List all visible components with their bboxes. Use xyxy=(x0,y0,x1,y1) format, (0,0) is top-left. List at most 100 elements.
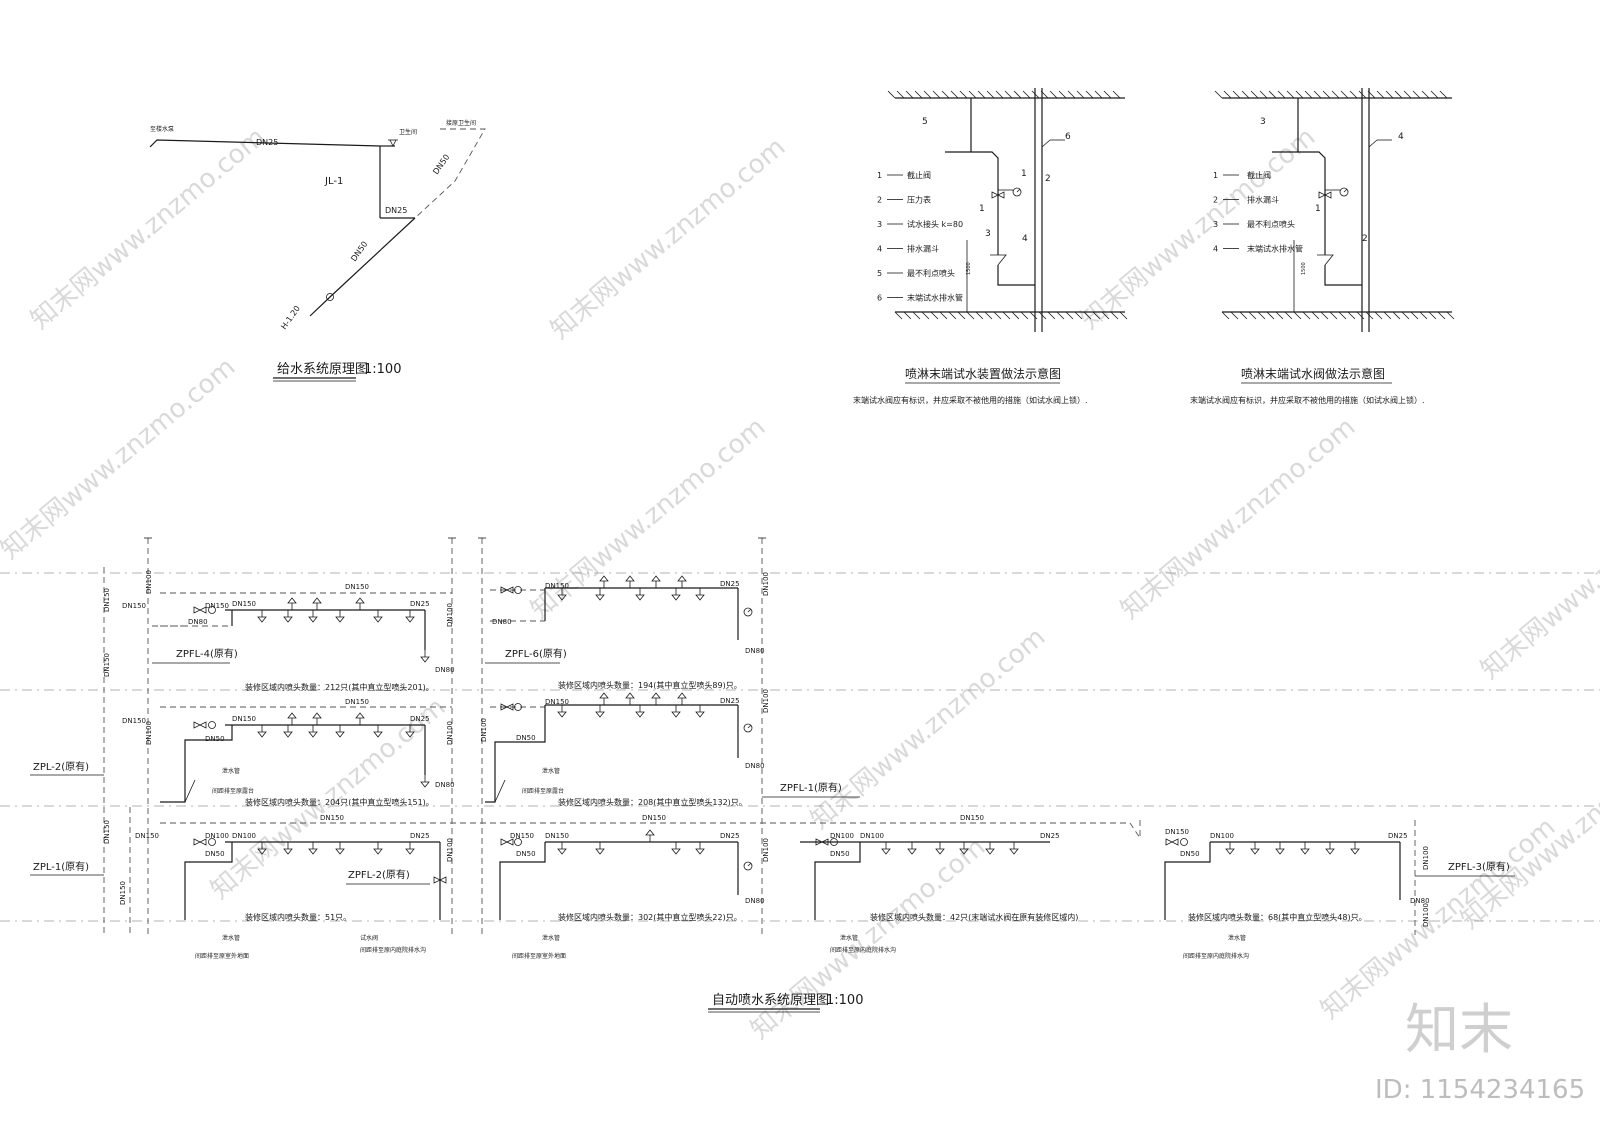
sprinkler-head-icon xyxy=(557,842,567,855)
valve-icon xyxy=(193,838,207,846)
watermark-text: 知末网www.znzmo.com xyxy=(0,352,241,565)
sprinkler-head-icon xyxy=(257,725,267,738)
sprinkler-head-icon xyxy=(405,725,415,738)
pipe-size-label: DN150 xyxy=(345,583,369,591)
pipe-size-label: DN25 xyxy=(410,600,430,608)
diagram-title: 自动喷水系统原理图 xyxy=(712,993,829,1008)
sprinkler-head-icon xyxy=(671,705,681,718)
pipe-size-label: DN150 xyxy=(122,602,146,610)
sprinkler-head-icon xyxy=(1225,842,1235,855)
sprinkler-head-icon xyxy=(557,705,567,718)
legend-number: 4 xyxy=(877,245,882,254)
head-count-note: 装修区域内喷头数量：212只(其中直立型喷头201)。 xyxy=(245,682,434,692)
branch-pipe xyxy=(545,829,738,855)
branch-pipe xyxy=(225,712,425,738)
sprinkler-head-icon xyxy=(405,842,415,855)
image-id-label: ID: 1154234165 xyxy=(1375,1075,1585,1105)
pipe-size-label: DN150 xyxy=(510,832,534,840)
branch-pipe xyxy=(860,841,1050,855)
drain-label: 间距排至原内庭院排水沟 xyxy=(830,946,896,954)
drain-label: 泄水管 xyxy=(222,767,240,775)
valve-icon xyxy=(815,838,829,846)
sprinkler-head-icon xyxy=(283,725,293,738)
flow-indicator-icon xyxy=(1180,838,1188,846)
drain-label: 间距排至原室外地面 xyxy=(512,952,566,960)
pressure-gauge-icon xyxy=(1339,187,1349,197)
upright-sprinkler-icon xyxy=(287,597,297,610)
sprinkler-head-icon xyxy=(308,842,318,855)
pipe-size-label: DN100 xyxy=(1422,846,1430,870)
pipe-size-label: DN150 xyxy=(545,832,569,840)
pipe-size-label: DN100 xyxy=(480,718,488,742)
sprinkler-head-icon xyxy=(373,842,383,855)
sprinkler-head-icon xyxy=(959,842,969,855)
legend-text: 末端试水排水管 xyxy=(1247,244,1303,254)
legend-text: 压力表 xyxy=(907,195,931,205)
pipe-size-label: DN80 xyxy=(435,781,455,789)
diagram-title: 给水系统原理图 xyxy=(277,362,368,377)
watermark-text: 知末网www.znzmo.com xyxy=(1115,412,1361,625)
sprinkler-head-icon xyxy=(671,842,681,855)
drain-label: 泄水管 xyxy=(1228,934,1246,942)
dimension-label: 1500 xyxy=(966,262,972,275)
pipe-size-label: DN150 xyxy=(1165,828,1189,836)
sprinkler-head-icon xyxy=(595,842,605,855)
sprinkler-head-icon xyxy=(1350,842,1360,855)
sprinkler-head-icon xyxy=(257,610,267,623)
callout-number: 4 xyxy=(1022,234,1028,244)
branch-pipe xyxy=(225,597,425,623)
sprinkler-head-icon xyxy=(1275,842,1285,855)
sprinkler-head-icon xyxy=(373,725,383,738)
sprinkler-head-icon xyxy=(1325,842,1335,855)
valve-icon xyxy=(433,876,447,884)
pipe-size-label: DN150 xyxy=(119,881,127,905)
riser-tag: ZPFL-2(原有) xyxy=(348,868,410,881)
sprinkler-head-icon xyxy=(595,588,605,601)
legend-text: 截止阀 xyxy=(1247,170,1271,180)
upright-sprinkler-icon xyxy=(355,712,365,725)
pipe-size-label: DN25 xyxy=(385,206,407,215)
pipe-size-label: DN25 xyxy=(720,580,740,588)
legend-number: 5 xyxy=(877,269,882,278)
sprinkler-head-icon xyxy=(935,842,945,855)
water-supply-diagram: 至楼水泵DN25JL-1DN25卫生间接原卫生间DN50DN50H-1.20给水… xyxy=(149,119,486,382)
pipe-size-label: DN100 xyxy=(232,832,256,840)
legend-text: 排水漏斗 xyxy=(907,244,939,254)
sprinkler-head-icon xyxy=(907,842,917,855)
riser-tag: ZPFL-3(原有) xyxy=(1448,860,1510,873)
pipe-size-label: DN150 xyxy=(103,653,111,677)
upright-sprinkler-icon xyxy=(651,692,661,705)
drain-label: 间距排至原露台 xyxy=(522,787,564,795)
detail-title: 喷淋末端试水装置做法示意图 xyxy=(905,366,1061,381)
sprinkler-head-icon xyxy=(557,588,567,601)
watermark-text: 知末网www.znzmo.com xyxy=(1475,472,1600,685)
pipe-size-label: DN150 xyxy=(103,588,111,612)
upright-sprinkler-icon xyxy=(625,575,635,588)
branch-pipe xyxy=(545,692,738,718)
callout-number: 4 xyxy=(1398,132,1404,142)
watermark-layer: 知末网www.znzmo.com 知末网www.znzmo.com 知末网www.z… xyxy=(0,122,1600,1045)
flow-indicator-icon xyxy=(514,703,522,711)
legend-number: 1 xyxy=(1213,171,1218,180)
pipe-size-label: DN100 xyxy=(205,832,229,840)
pipe-size-label: DN150 xyxy=(232,600,256,608)
legend-text: 试水接头 k=80 xyxy=(907,219,963,229)
legend-number: 3 xyxy=(1213,220,1218,229)
branch-pipe xyxy=(1210,841,1400,855)
head-count-note: 装修区域内喷头数量：302(其中直立型喷头22)只。 xyxy=(558,912,742,922)
pipe-size-label: DN150 xyxy=(545,698,569,706)
pipe-size-label: DN50 xyxy=(205,735,225,743)
pipe-size-label: DN80 xyxy=(435,666,455,674)
pipe-size-label: DN150 xyxy=(135,832,159,840)
head-count-note: 装修区域内喷头数量：204只(其中直立型喷头151)。 xyxy=(245,797,434,807)
callout-number: 6 xyxy=(1065,132,1071,142)
sprinkler-head-icon xyxy=(695,588,705,601)
callout-number: 1 xyxy=(979,204,985,214)
pipe-size-label: DN100 xyxy=(1210,832,1234,840)
sprinkler-head-icon xyxy=(695,842,705,855)
drain-label: 泄水管 xyxy=(542,767,560,775)
